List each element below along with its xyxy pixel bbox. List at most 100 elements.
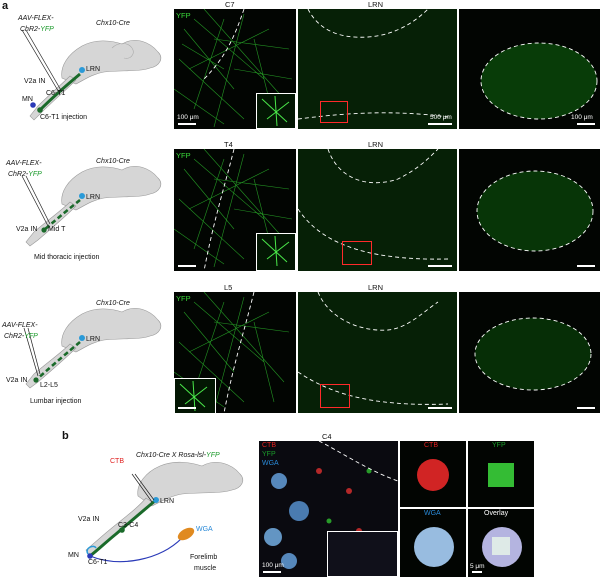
row3-scalebar-1 [178,407,196,409]
row2-segment-label: Mid T [48,226,66,233]
panel-b-mouse-mid: Rosa-lsl- [178,452,207,459]
panel-b-mouse-prefix: Chx10-Cre X [136,452,179,459]
row1-scalebar-2 [428,123,452,125]
row3-mouse-line: Chx10-Cre [96,300,130,307]
row2-mouse-line: Chx10-Cre [96,158,130,165]
row1-image-spinal: YFP 100 μm [174,9,296,129]
c4-image: 100 μm [259,441,398,577]
row3-lrn-label: LRN [86,336,101,343]
row1-segment-label: C6-T1 [46,90,66,97]
row2-fluor-label: YFP [176,151,191,160]
row2-lrn-label: LRN [86,194,101,201]
row1-schematic [0,6,172,136]
tile-overlay-label: Overlay [484,510,509,517]
panel-b-diagram [85,461,244,563]
row3-image-lrn-low [298,292,457,413]
row2-image-lrn-high [459,149,600,271]
row1-mouse-line: Chx10-Cre [96,20,130,27]
row2-scalebar-3 [577,265,595,267]
row2-col1-header: T4 [224,140,233,149]
row1-scale-label-1: 100 μm [177,114,199,121]
row2-schematic [0,146,172,276]
row1-scalebar-3 [577,123,595,125]
row3-scalebar-2 [428,407,452,409]
row3-virus-prefix: ChR2- [4,333,25,340]
row2-lrn-high-outline [476,170,594,252]
row2-v2a-label: V2a IN [16,226,38,233]
mouse-brain-spinal-diagram-1 [21,29,162,121]
row1-lrn-label: LRN [86,66,101,73]
row3-v2a-label: V2a IN [6,377,28,384]
row1-mn-label: MN [22,96,33,103]
tile-scalebar [472,571,482,573]
row3-lrn-high-outline [474,317,592,391]
row2-scalebar-2 [428,265,452,267]
row1-image-lrn-high: 100 μm [459,9,600,129]
row1-fluor-label: YFP [176,11,191,20]
panel-b-mouse-line: Chx10-Cre X Rosa-lsl-YFP [136,452,220,460]
c4-legend-ctb: CTB [262,442,276,449]
row1-v2a-label: V2a IN [24,78,46,85]
tile-ctb-label: CTB [424,442,438,449]
mouse-brain-spinal-diagram-3 [23,308,162,389]
tile-scale-label: 5 μm [470,563,485,570]
row2-roi-box [342,241,372,265]
row3-fluor-label: YFP [176,294,191,303]
row3-image-spinal: YFP [174,292,296,413]
row2-injection-label: Mid thoracic injection [34,254,100,261]
row2-image-lrn-low [298,149,457,271]
row1-spinal-fibers [174,9,293,128]
row3-injection-label: Lumbar injection [30,398,82,405]
panel-b-muscle-line2: muscle [194,565,217,572]
row1-injection-label: C6-T1 injection [40,114,88,121]
row2-scalebar-1 [178,265,196,267]
panel-b-muscle-line1: Forelimb [190,554,218,561]
panel-b-ctb-label: CTB [110,458,124,465]
row3-lrn-low-outline [298,292,449,405]
c4-legend-yfp: YFP [262,451,276,458]
row2-lrn-low-outline [298,149,449,260]
row2-spinal-fibers [174,149,293,271]
row1-virus-prefix: ChR2- [20,26,41,33]
row2-virus-prefix: ChR2- [8,171,29,178]
row3-segment-label: L2-L5 [40,382,58,389]
panel-a-label: a [2,0,9,12]
panel-b-wga-label: WGA [196,526,213,533]
row1-scalebar-1 [178,123,196,125]
row1-lrn-low-outline [298,9,449,120]
tile-yfp-label: YFP [492,442,506,449]
panel-b-label: b [62,430,69,442]
row2-virus-line1: AAV-FLEX- [6,160,42,167]
tile-wga-label: WGA [424,510,441,517]
row1-virus-suffix: YFP [40,26,54,33]
row3-virus-line1: AAV-FLEX- [2,322,38,329]
row1-scale-label-3: 100 μm [571,114,593,121]
c4-scale-label: 100 μm [262,562,284,569]
row2-virus-line2: ChR2-YFP [8,171,42,179]
row1-lrn-high-outline [480,42,598,120]
mouse-brain-spinal-diagram-2 [21,166,162,247]
panel-b-segment-lower: C6-T1 [88,559,108,566]
panel-b-schematic [60,448,260,578]
c4-scalebar [263,571,281,573]
panel-b-mouse-suffix: YFP [206,452,220,459]
row3-roi-box [320,384,350,408]
row3-col1-header: L5 [224,283,233,292]
row3-image-lrn-high [459,292,600,413]
c4-inset [327,531,398,577]
panel-b-mn-label: MN [68,552,79,559]
tile-overlay: Overlay 5 μm [468,509,534,577]
panel-b-lrn-label: LRN [160,498,175,505]
tile-wga: WGA [400,509,466,577]
row2-col2-header: LRN [368,140,384,149]
row2-inset [256,233,296,271]
c4-multichannel [264,441,398,569]
row1-virus-line2: ChR2-YFP [20,26,54,34]
row1-roi-box [320,101,348,123]
row2-image-spinal: YFP [174,149,296,271]
row3-virus-suffix: YFP [24,333,38,340]
row3-col2-header: LRN [368,283,384,292]
c4-legend-wga: WGA [262,460,279,467]
row1-col2-header: LRN [368,0,384,9]
row3-schematic [0,288,172,418]
